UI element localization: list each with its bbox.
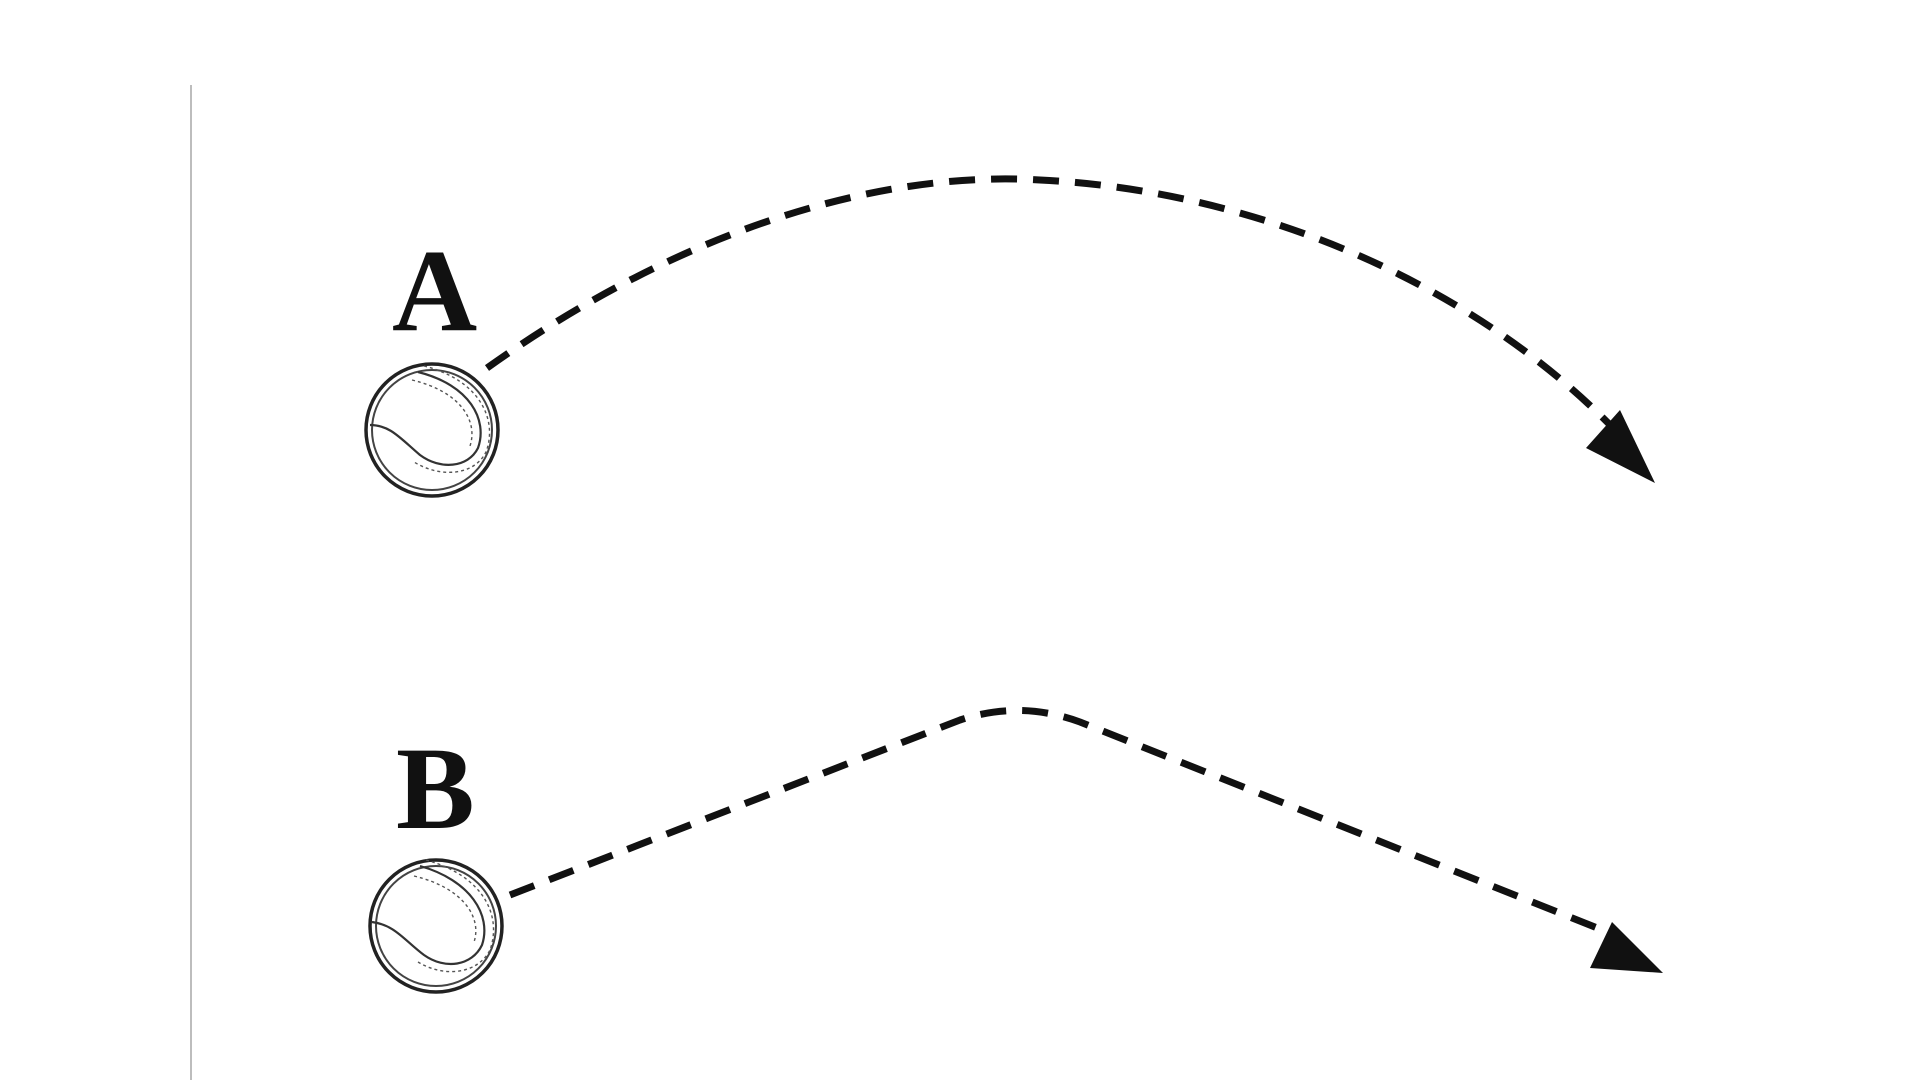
trajectory-b-arrowhead — [1590, 922, 1663, 973]
tennis-ball-b-icon — [368, 858, 504, 994]
trajectory-b-path — [508, 707, 1617, 939]
trajectory-a-label: A — [392, 225, 478, 356]
trajectory-a-arrowhead — [1586, 410, 1655, 483]
trajectory-b-label: B — [396, 723, 475, 854]
trajectory-a-curve — [484, 175, 1618, 433]
tennis-ball-a-icon — [364, 362, 500, 498]
